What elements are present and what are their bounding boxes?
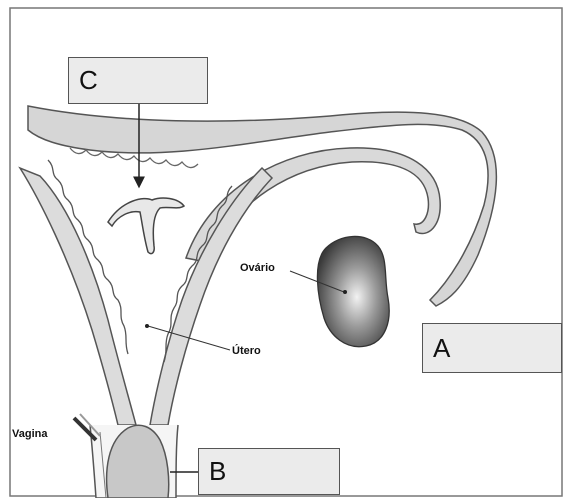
label-box-c[interactable]: C <box>68 57 208 104</box>
label-box-a-text: A <box>433 333 450 363</box>
uterus-left-lining <box>48 160 128 354</box>
ovary <box>317 236 389 346</box>
label-box-c-text: C <box>79 65 98 95</box>
uterus-left-wall <box>20 168 136 425</box>
fallopian-tube-band <box>28 106 496 306</box>
label-box-b[interactable]: B <box>198 448 340 495</box>
label-box-b-text: B <box>209 456 226 486</box>
utero-pointer-dot <box>145 324 149 328</box>
ovario-pointer-dot <box>343 290 347 294</box>
vagina-label: Vagina <box>12 428 47 440</box>
label-box-a[interactable]: A <box>422 323 562 373</box>
ovario-label: Ovário <box>240 262 275 274</box>
utero-label: Útero <box>232 345 261 357</box>
iud-device <box>108 198 184 254</box>
